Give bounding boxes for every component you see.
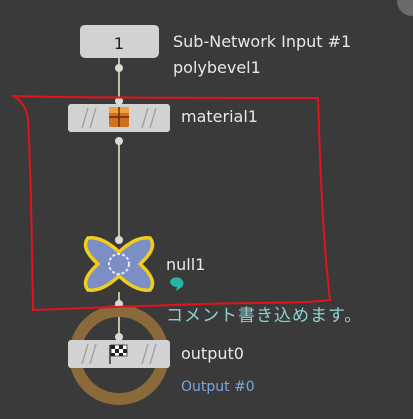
null-input-port[interactable] bbox=[115, 236, 123, 244]
null-node-label: null1 bbox=[166, 255, 206, 274]
comment-bubble-icon[interactable] bbox=[170, 277, 184, 291]
subnet-input-sublabel: polybevel1 bbox=[173, 58, 261, 77]
output-node-sublabel: Output #0 bbox=[181, 379, 255, 395]
subnet-input-node[interactable]: 1 bbox=[80, 25, 159, 58]
output-input-port[interactable] bbox=[115, 333, 123, 341]
subnet-input-label: Sub-Network Input #1 bbox=[173, 32, 352, 51]
subnet-input-output-port[interactable] bbox=[115, 64, 123, 72]
window-corner-button[interactable] bbox=[397, 0, 413, 16]
null-node[interactable] bbox=[83, 236, 155, 292]
red-annotation-outline bbox=[11, 95, 332, 312]
subnet-input-index: 1 bbox=[114, 34, 124, 53]
material-input-port[interactable] bbox=[115, 97, 123, 105]
material-node-label: material1 bbox=[181, 107, 258, 126]
material-node[interactable] bbox=[68, 104, 170, 132]
checkered-flag-icon bbox=[109, 344, 128, 364]
output-node-label: output0 bbox=[181, 344, 244, 363]
node-comment-text: コメント書き込めます。 bbox=[166, 306, 363, 326]
material-output-port[interactable] bbox=[115, 137, 123, 145]
material-box-icon bbox=[109, 107, 129, 127]
null-node-icon bbox=[108, 253, 130, 275]
output-node[interactable] bbox=[68, 340, 170, 368]
